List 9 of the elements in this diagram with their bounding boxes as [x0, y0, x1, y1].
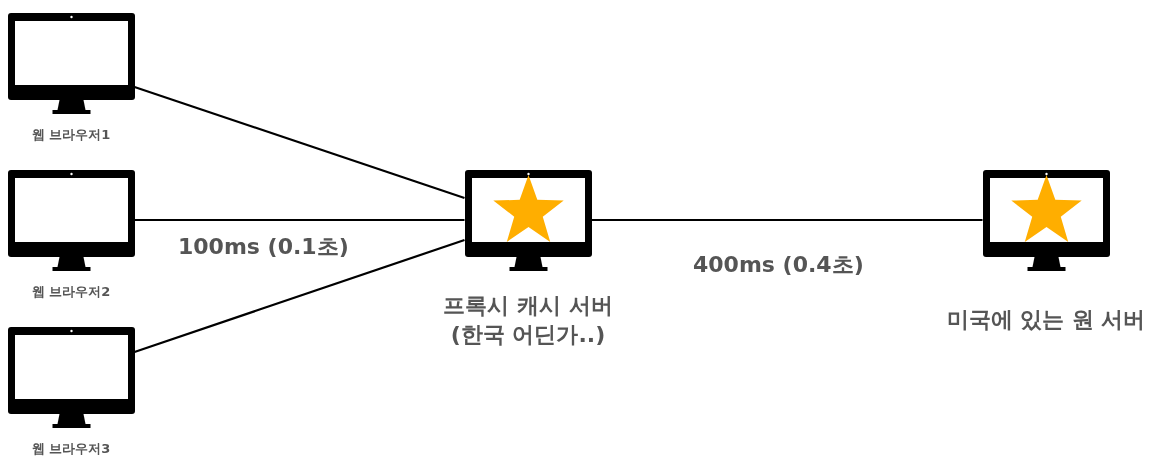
- node-label: 웹 브라우저2: [31, 284, 111, 301]
- connector-line: [591, 218, 983, 222]
- connector-line: [134, 85, 465, 200]
- node-label: 웹 브라우저3: [31, 441, 111, 458]
- node-label: 미국에 있는 원 서버: [946, 306, 1146, 334]
- node-label: 프록시 캐시 서버 (한국 어딘가..): [442, 292, 614, 349]
- node-label: 웹 브라우저1: [31, 127, 111, 144]
- connector-line: [134, 218, 465, 222]
- connector-line: [134, 238, 465, 354]
